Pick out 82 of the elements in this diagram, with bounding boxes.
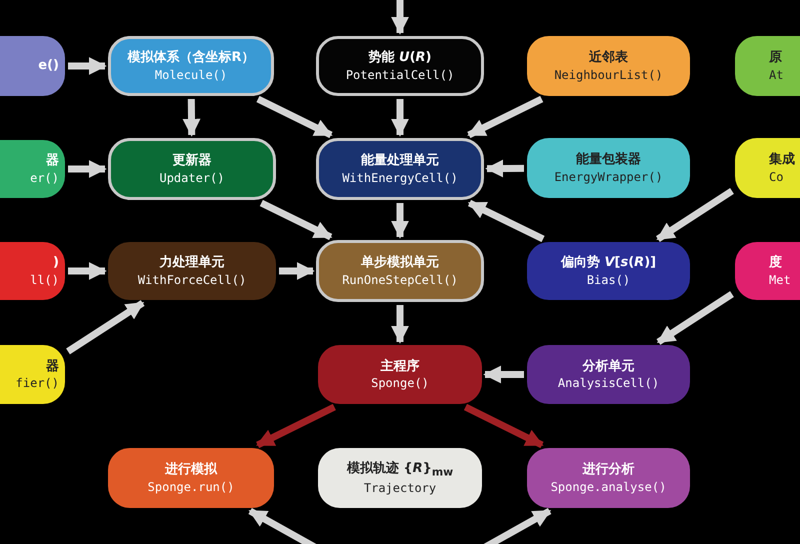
process-box — [735, 138, 800, 198]
arrow — [68, 262, 107, 280]
box-title: 势能 U(R) — [368, 50, 432, 66]
process-box — [735, 36, 800, 96]
arrow — [467, 96, 544, 138]
process-box — [316, 36, 484, 96]
process-box — [527, 448, 690, 508]
arrow — [66, 300, 145, 354]
process-box — [527, 138, 690, 198]
arrow — [256, 404, 336, 448]
process-box — [316, 240, 484, 302]
process-box — [0, 140, 65, 198]
arrow — [391, 99, 409, 137]
function-name: Co — [769, 170, 784, 184]
arrow — [68, 160, 107, 178]
process-box — [318, 345, 482, 404]
process-box — [527, 242, 690, 300]
function-name: Sponge() — [371, 376, 429, 390]
arrow — [485, 160, 524, 178]
box-title: 模拟轨迹 {R}$_{mw}$ — [346, 461, 454, 479]
arrow — [279, 262, 315, 280]
function-name: Sponge.analyse() — [550, 480, 666, 494]
process-box — [0, 242, 65, 300]
process-box — [527, 345, 690, 404]
process-box — [318, 448, 482, 508]
process-box — [735, 242, 800, 300]
box-title: 能量包装器 — [576, 152, 641, 168]
function-name: ll() — [30, 272, 59, 287]
box-title: 器 — [46, 358, 59, 374]
process-box — [108, 242, 276, 300]
box-title: e() — [38, 58, 59, 74]
function-name: NeighbourList() — [554, 68, 663, 82]
function-name: Trajectory — [364, 480, 436, 495]
function-name: Updater() — [159, 170, 225, 185]
process-box — [527, 36, 690, 96]
function-name: RunOneStepCell() — [342, 272, 458, 287]
arrow — [391, 305, 409, 344]
box-title: 度 — [769, 255, 782, 271]
arrow — [468, 200, 545, 242]
function-name: At — [769, 68, 784, 82]
box-title: 分析单元 — [582, 358, 634, 374]
box-title: 力处理单元 — [160, 255, 224, 271]
arrow — [656, 291, 734, 345]
box-title: 集成 — [769, 152, 795, 168]
arrow — [483, 366, 524, 384]
box-title: 主程序 — [380, 358, 420, 374]
box-title: 更新器 — [172, 153, 212, 169]
box-title: 原 — [769, 50, 782, 66]
box-title: 近邻表 — [589, 50, 628, 66]
function-name: fier() — [16, 376, 59, 390]
process-box — [0, 36, 65, 96]
arrow — [260, 200, 332, 240]
function-name: EnergyWrapper() — [554, 170, 663, 184]
process-box — [0, 345, 65, 404]
function-name: Met — [769, 272, 791, 287]
box-title: 单步模拟单元 — [361, 255, 439, 271]
arrow — [656, 188, 734, 242]
arrow — [256, 96, 333, 138]
process-box — [108, 36, 274, 96]
function-name: AnalysisCell() — [558, 376, 660, 390]
function-name: WithEnergyCell() — [342, 170, 458, 185]
process-box — [316, 138, 484, 200]
box-title: 进行模拟 — [165, 462, 217, 478]
box-title: 偏向势 V[s(R)] — [560, 255, 656, 271]
process-box — [108, 448, 274, 508]
function-name: er() — [30, 170, 59, 185]
box-title: 进行分析 — [582, 462, 634, 478]
box-title: ) — [53, 255, 59, 271]
function-name: Sponge.run() — [148, 480, 234, 494]
arrow — [464, 404, 544, 448]
box-title: 能量处理单元 — [361, 153, 439, 169]
arrow — [68, 57, 107, 75]
arrow — [391, 203, 409, 239]
process-box — [108, 138, 276, 200]
function-name: PotentialCell() — [346, 68, 454, 82]
box-title: 器 — [46, 153, 59, 169]
function-name: WithForceCell() — [138, 272, 246, 287]
box-title: 模拟体系（含坐标R） — [127, 50, 254, 66]
arrow — [391, 0, 409, 35]
function-name: Bias() — [586, 272, 630, 287]
arrow — [182, 98, 200, 137]
function-name: Molecule() — [154, 68, 228, 82]
